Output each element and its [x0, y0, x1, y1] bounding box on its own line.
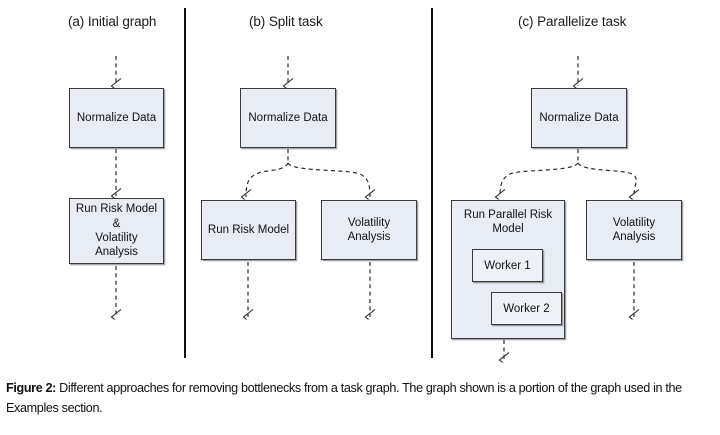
figure-caption-text: Different approaches for removing bottle… — [6, 381, 682, 416]
figure-image: (a) Initial graph (b) Split task (c) Par… — [0, 8, 720, 368]
node-label: Normalize Data — [539, 111, 619, 124]
node-label: Worker 2 — [503, 302, 550, 315]
node-label: Run Parallel Risk Model — [463, 209, 553, 236]
node-label: Volatility Analysis — [347, 216, 391, 243]
panel-c-title: (c) Parallelize task — [518, 14, 627, 29]
panel-c-node-worker-1[interactable]: Worker 1 — [472, 249, 543, 282]
panel-b-title: (b) Split task — [249, 14, 323, 29]
node-label: Normalize Data — [248, 111, 328, 124]
panel-c-edges — [500, 56, 636, 360]
panel-b-node-run-risk-model[interactable]: Run Risk Model — [201, 200, 296, 260]
panel-divider-1 — [184, 8, 186, 358]
figure-caption-label: Figure 2: — [6, 381, 57, 395]
figure-caption: Figure 2: Different approaches for remov… — [6, 378, 714, 419]
panel-b-node-volatility-analysis[interactable]: Volatility Analysis — [321, 200, 417, 260]
panel-a-node-run-risk-model-and-volatility-analysis[interactable]: Run Risk Model & Volatility Analysis — [69, 198, 164, 264]
node-label: Run Risk Model & Volatility Analysis — [75, 203, 158, 259]
node-label: Volatility Analysis — [612, 216, 656, 243]
diagram-edges — [0, 56, 720, 368]
node-label: Run Risk Model — [207, 223, 290, 236]
panel-a-node-normalize-data[interactable]: Normalize Data — [69, 88, 164, 148]
node-label: Normalize Data — [76, 111, 157, 124]
panel-a-title: (a) Initial graph — [68, 14, 157, 29]
panel-c-node-worker-2[interactable]: Worker 2 — [491, 292, 562, 325]
node-label: Worker 1 — [484, 259, 531, 272]
panel-c-node-volatility-analysis[interactable]: Volatility Analysis — [586, 200, 682, 260]
panel-divider-2 — [431, 8, 433, 358]
panel-b-edges — [246, 56, 370, 317]
panel-c-node-normalize-data[interactable]: Normalize Data — [531, 88, 627, 148]
panel-b-node-normalize-data[interactable]: Normalize Data — [240, 88, 336, 148]
